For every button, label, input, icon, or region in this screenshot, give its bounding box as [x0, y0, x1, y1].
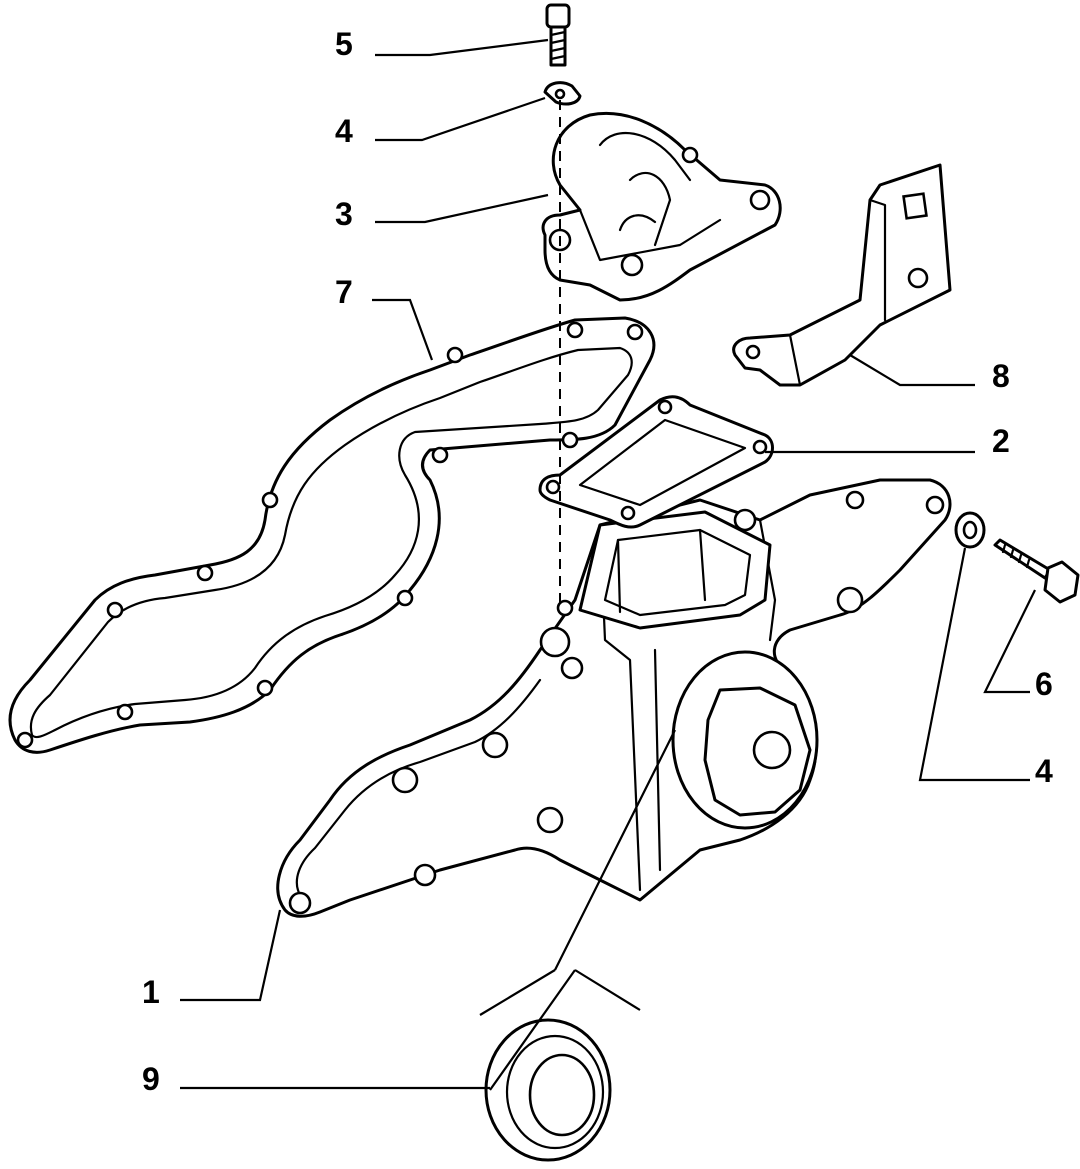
callout-1: 1: [142, 974, 160, 1010]
part-7-gasket[interactable]: [8, 316, 656, 754]
callout-4-side: 4: [1035, 753, 1053, 789]
part-6-bolt[interactable]: [993, 538, 1080, 604]
part-5-bolt[interactable]: [545, 3, 571, 67]
callout-2: 2: [992, 423, 1010, 459]
callout-9: 9: [142, 1061, 160, 1097]
part-4-washer-top[interactable]: [543, 81, 582, 106]
callout-3: 3: [335, 196, 353, 232]
callout-4-top: 4: [335, 113, 353, 149]
part-3-cover[interactable]: [541, 111, 782, 302]
leader-lines: [180, 38, 1036, 1091]
part-1-pump-body[interactable]: [276, 478, 952, 918]
part-8-bracket[interactable]: [732, 163, 952, 387]
callout-7: 7: [335, 274, 353, 310]
part-9-seal-ring[interactable]: [484, 1018, 612, 1162]
callout-6: 6: [1035, 666, 1053, 702]
callout-8: 8: [992, 358, 1010, 394]
part-4-washer-side[interactable]: [954, 511, 986, 549]
callout-5: 5: [335, 26, 353, 62]
